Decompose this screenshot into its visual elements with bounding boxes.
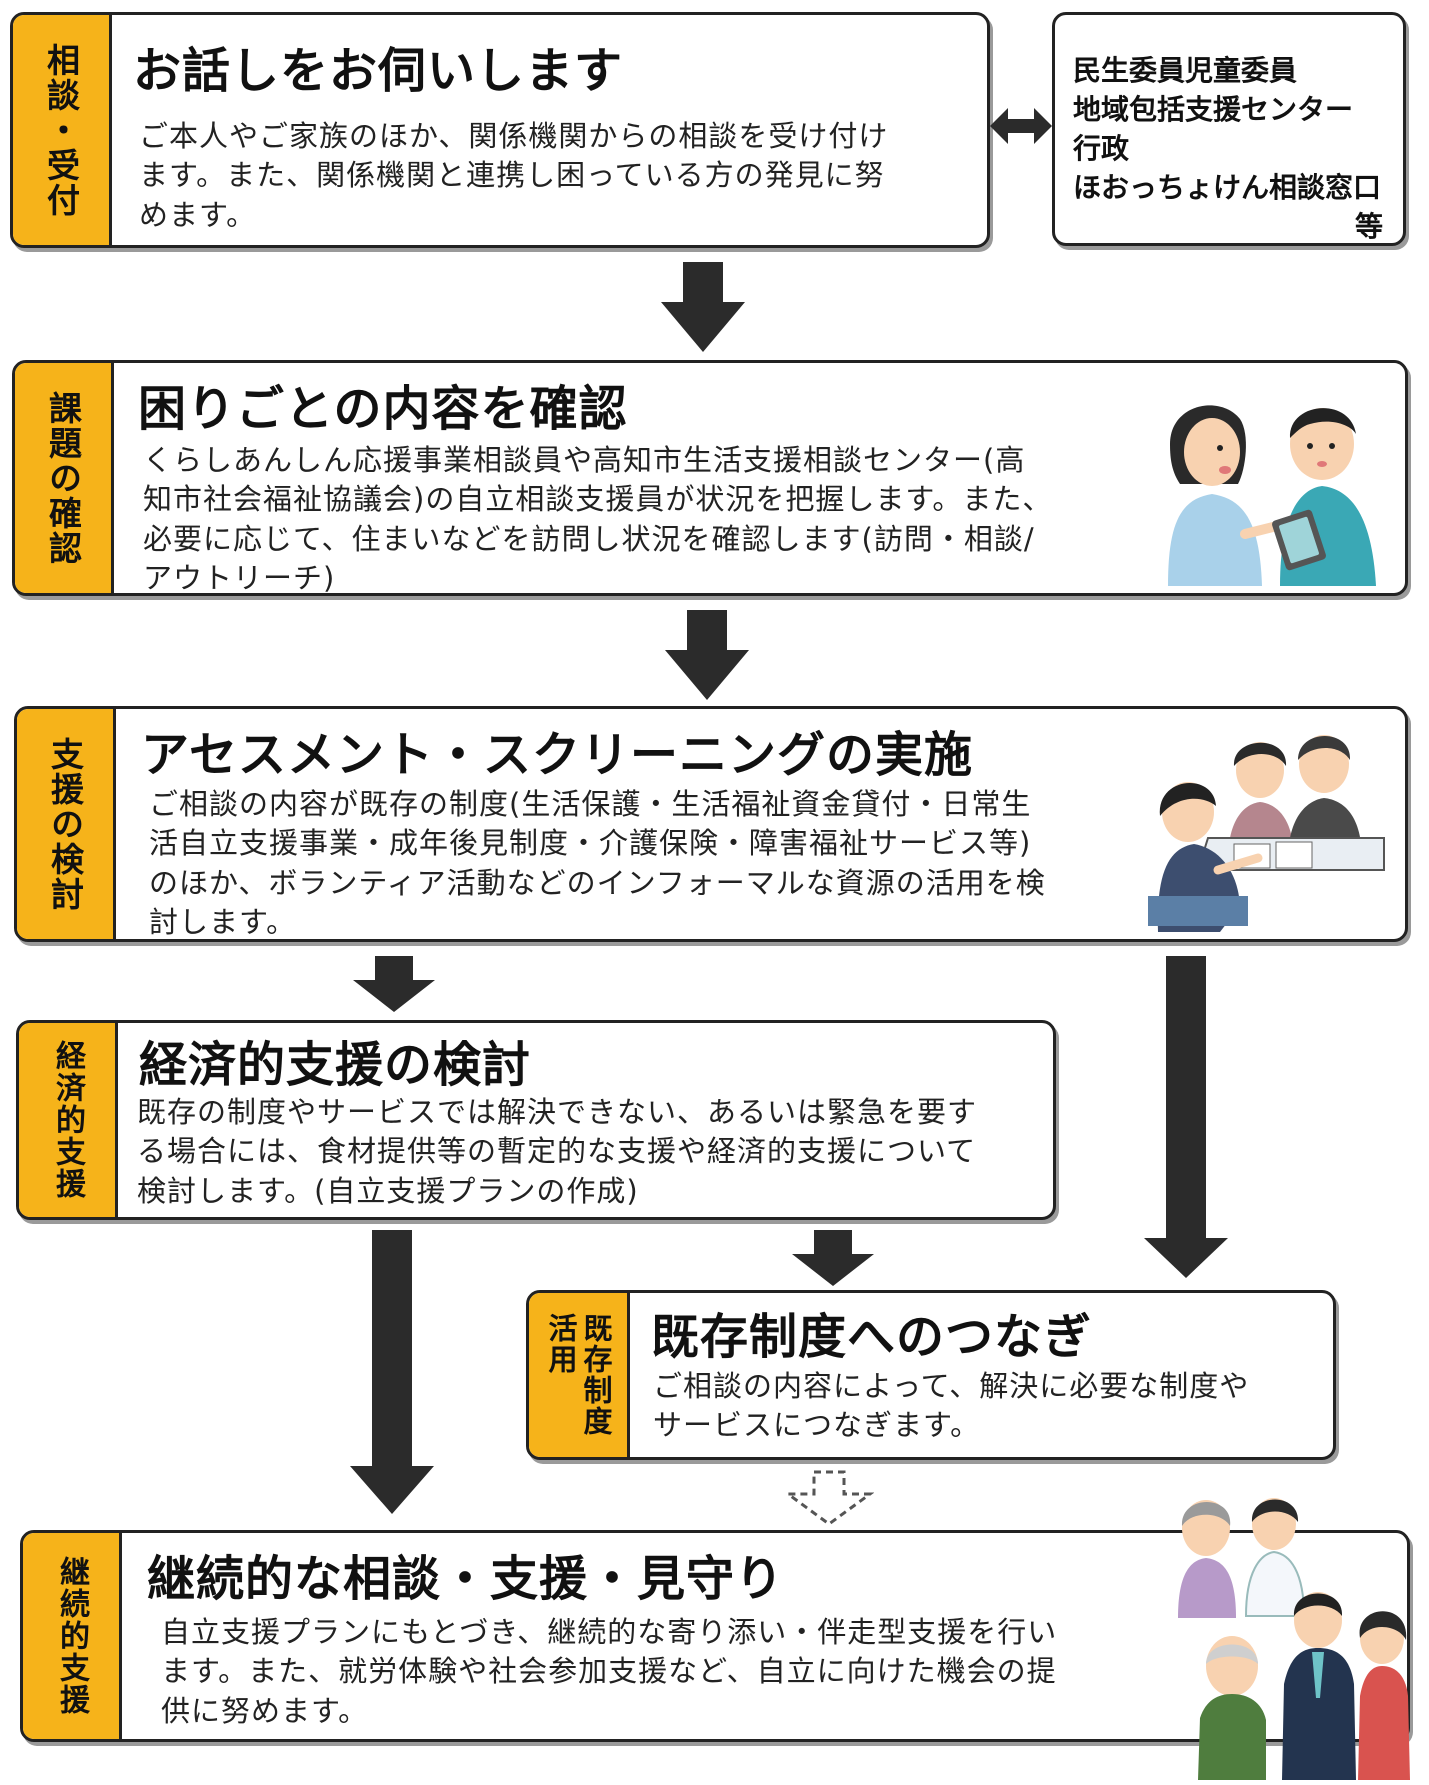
partner-item: 地域包括支援センター bbox=[1073, 93, 1354, 126]
step-tag: 課題の確認 bbox=[15, 363, 114, 593]
desc-line: 討します。 bbox=[149, 905, 297, 940]
partner-item: 民生委員児童委員 bbox=[1073, 54, 1298, 87]
desc-line: 検討します。(自立支援プランの作成) bbox=[137, 1173, 639, 1208]
desc-line: 必要に応じて、住まいなどを訪問し状況を確認します(訪問・相談/ bbox=[143, 521, 1035, 556]
step-tag-label: 課題の確認 bbox=[43, 390, 83, 566]
partner-organizations-box: 民生委員児童委員 地域包括支援センター 行政 ほおっちょけん相談窓口 等 bbox=[1052, 12, 1406, 246]
step-description: 既存の制度やサービスでは解決できない、あるいは緊急を要す る場合には、食材提供等… bbox=[137, 1093, 977, 1211]
desc-line: 自立支援プランにもとづき、継続的な寄り添い・伴走型支援を行い bbox=[161, 1615, 1058, 1649]
step-tag: 継続的支援 bbox=[23, 1533, 122, 1739]
step-tag: 既存制度 活用 bbox=[529, 1293, 630, 1457]
double-arrow-icon bbox=[990, 108, 1052, 144]
desc-line: 知市社会福祉協議会)の自立相談支援員が状況を把握します。また、 bbox=[143, 482, 1053, 517]
desc-line: アウトリーチ) bbox=[143, 561, 336, 596]
step-title: 既存制度へのつなぎ bbox=[651, 1309, 1093, 1365]
desc-line: ご本人やご家族のほか、関係機関からの相談を受け付け bbox=[139, 119, 889, 153]
desc-line: ご相談の内容によって、解決に必要な制度や bbox=[653, 1369, 1250, 1403]
desc-line: ご相談の内容が既存の制度(生活保護・生活福祉資金貸付・日常生 bbox=[149, 787, 1032, 821]
step-tag-label: 活用 bbox=[544, 1313, 578, 1375]
desc-line: くらしあんしん応援事業相談員や高知市生活支援相談センター(高 bbox=[143, 443, 1026, 477]
partner-item: ほおっちょけん相談窓口 bbox=[1073, 171, 1382, 204]
step-tag-label: 相談・受付 bbox=[41, 42, 81, 218]
step-description: ご相談の内容が既存の制度(生活保護・生活福祉資金貸付・日常生 活自立支援事業・成… bbox=[149, 785, 1046, 940]
dashed-down-arrow-icon bbox=[784, 1470, 874, 1526]
step-economic-support-box: 経済的支援 経済的支援の検討 既存の制度やサービスでは解決できない、あるいは緊急… bbox=[16, 1020, 1056, 1220]
meeting-illustration bbox=[1148, 735, 1385, 932]
desc-line: めます。 bbox=[139, 197, 257, 232]
step-description: ご相談の内容によって、解決に必要な制度や サービスにつなぎます。 bbox=[653, 1367, 1249, 1446]
step-tag-label: 経済的支援 bbox=[50, 1040, 85, 1200]
step-title: お話しをお伺いします bbox=[133, 43, 624, 99]
step-title: アセスメント・スクリーニングの実施 bbox=[141, 727, 974, 783]
step-description: ご本人やご家族のほか、関係機関からの相談を受け付け ます。また、関係機関と連携し… bbox=[139, 117, 888, 235]
step-tag-label: 既存制度 bbox=[579, 1313, 613, 1437]
desc-line: ます。また、関係機関と連携し困っている方の発見に努 bbox=[139, 158, 885, 193]
step-tag: 支援の検討 bbox=[17, 709, 116, 939]
consultation-illustration bbox=[1168, 405, 1376, 586]
partner-suffix: 等 bbox=[1354, 210, 1383, 243]
step-tag: 経済的支援 bbox=[19, 1023, 118, 1217]
step-continuous-support-box: 継続的支援 継続的な相談・支援・見守り 自立支援プランにもとづき、継続的な寄り添… bbox=[20, 1530, 1410, 1742]
desc-line: る場合には、食材提供等の暫定的な支援や経済的支援について bbox=[137, 1134, 977, 1169]
step-existing-system-box: 既存制度 活用 既存制度へのつなぎ ご相談の内容によって、解決に必要な制度や サ… bbox=[526, 1290, 1336, 1460]
step-description: 自立支援プランにもとづき、継続的な寄り添い・伴走型支援を行い ます。また、就労体… bbox=[161, 1613, 1057, 1731]
step-description: くらしあんしん応援事業相談員や高知市生活支援相談センター(高 知市社会福祉協議会… bbox=[143, 441, 1053, 596]
desc-line: 既存の制度やサービスでは解決できない、あるいは緊急を要す bbox=[137, 1095, 978, 1129]
community-illustration bbox=[1178, 1498, 1410, 1780]
partner-item: 行政 bbox=[1073, 132, 1130, 165]
step-tag-label: 継続的支援 bbox=[54, 1556, 89, 1716]
step-tag-label: 支援の検討 bbox=[45, 736, 85, 912]
step-tag: 相談・受付 bbox=[13, 15, 112, 245]
step-consultation-box: 相談・受付 お話しをお伺いします ご本人やご家族のほか、関係機関からの相談を受け… bbox=[10, 12, 990, 248]
step-title: 継続的な相談・支援・見守り bbox=[147, 1551, 785, 1607]
desc-line: のほか、ボランティア活動などのインフォーマルな資源の活用を検 bbox=[149, 865, 1046, 900]
desc-line: 活自立支援事業・成年後見制度・介護保険・障害福祉サービス等) bbox=[149, 826, 1032, 861]
step-title: 経済的支援の検討 bbox=[139, 1037, 532, 1093]
desc-line: ます。また、就労体験や社会参加支援など、自立に向けた機会の提 bbox=[161, 1654, 1057, 1689]
step-title: 困りごとの内容を確認 bbox=[138, 381, 628, 437]
desc-line: サービスにつなぎます。 bbox=[653, 1408, 981, 1443]
desc-line: 供に努めます。 bbox=[161, 1693, 369, 1728]
